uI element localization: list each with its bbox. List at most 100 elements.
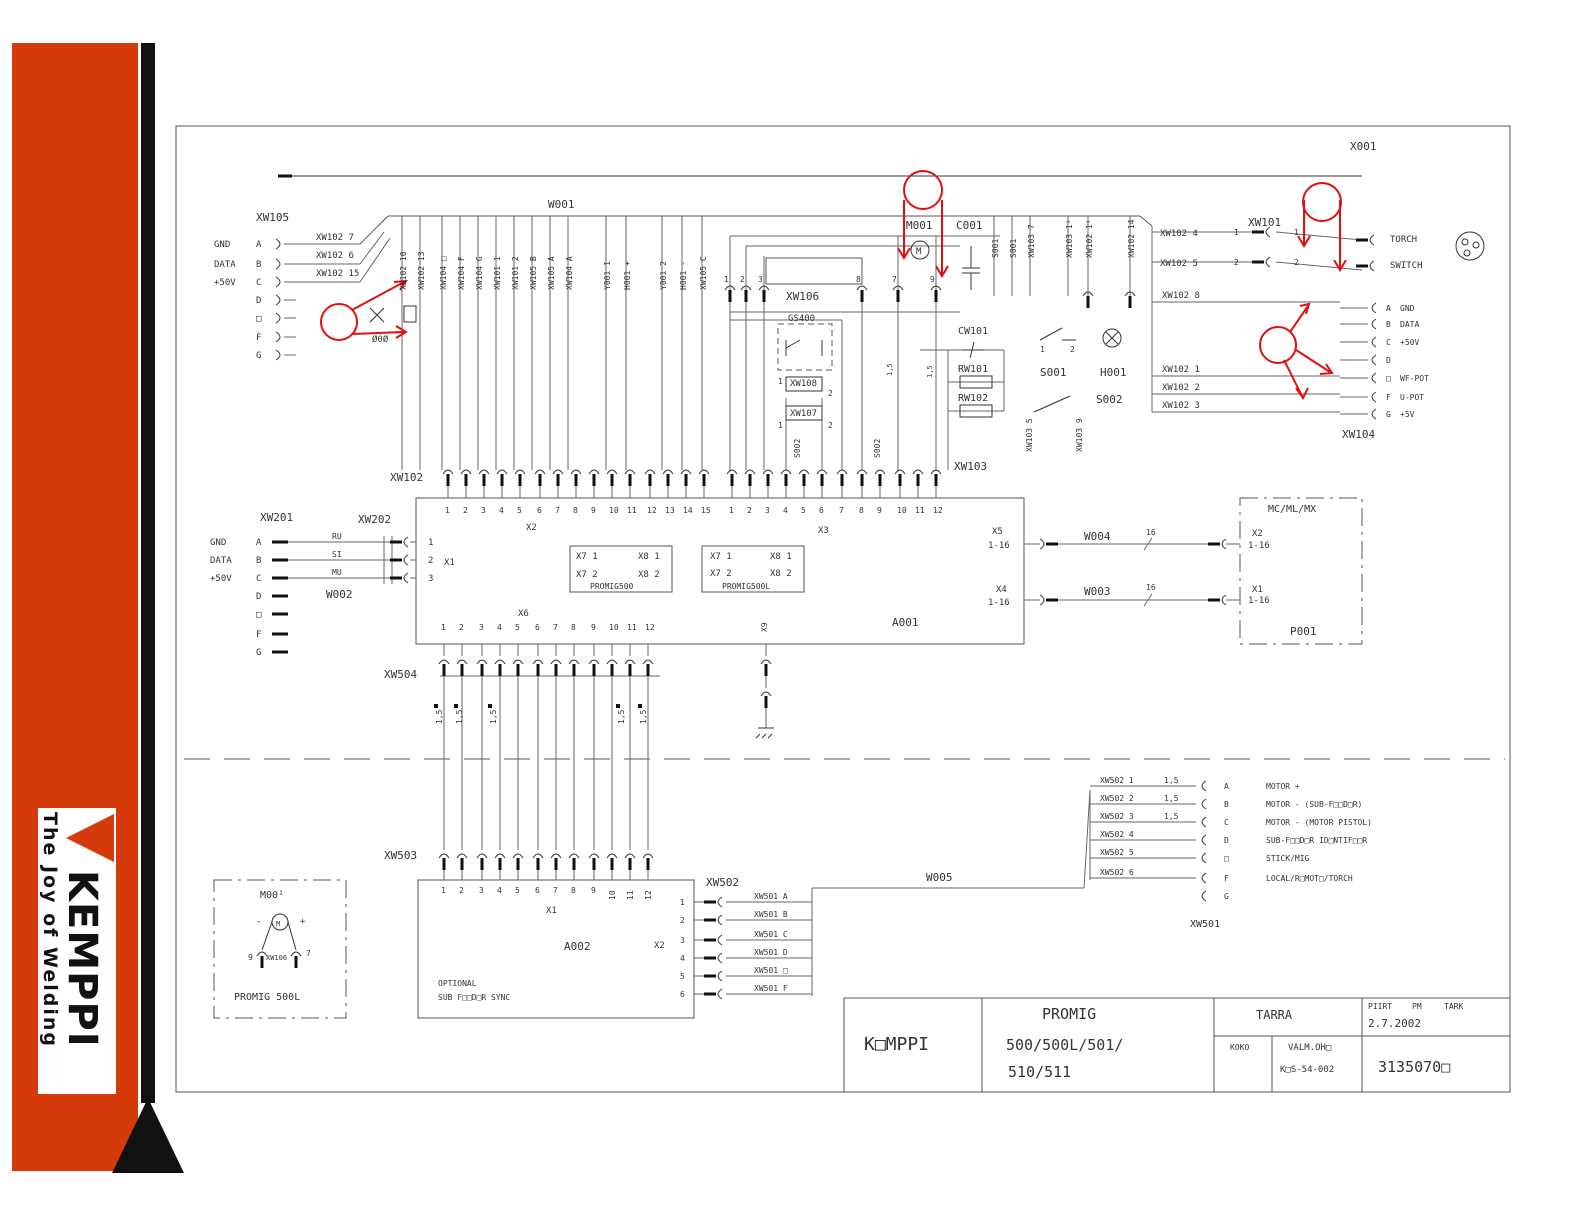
w004-left (1039, 538, 1045, 550)
label-rw102: RW102 (958, 393, 988, 404)
xw502-pin-number: 2 (680, 916, 685, 925)
x2-pin-number: 9 (591, 506, 596, 515)
xw101-wire-label: XW102 5 (1160, 259, 1198, 269)
promig500-r1a: X7 1 (576, 552, 598, 562)
xw501-wire-label: XW502 3 (1100, 812, 1134, 821)
label-16b: 16 (1146, 583, 1156, 592)
label-promig500l: PROMIG 500L (234, 992, 300, 1003)
xw501-pin-desc: MOTOR - (MOTOR PISTOL) (1266, 818, 1372, 827)
mid-wire-label: XW103 7 (1027, 224, 1036, 258)
xw201-pin (272, 594, 288, 598)
connector-body (500, 474, 504, 486)
w001-wire-label: XW104 A (565, 256, 574, 290)
label-p001: P001 (1290, 625, 1317, 638)
connector-body (464, 474, 468, 486)
xw501-pin-letter: □ (1224, 854, 1229, 863)
motor-minus: - (256, 917, 261, 927)
x3-pin-number: 9 (877, 506, 882, 515)
xw102-pin (662, 469, 674, 475)
xw104-wire-label: XW102 8 (1162, 291, 1200, 301)
annotation-arrow (351, 279, 408, 339)
switch-pin: 2 (1070, 345, 1075, 354)
label-switch: SWITCH (1390, 261, 1423, 271)
connector-body (592, 664, 596, 676)
connector-body (446, 474, 450, 486)
connector-body (1046, 542, 1058, 546)
connector-body (704, 918, 716, 922)
x2-pin-number: 14 (683, 506, 693, 515)
w001-wire-label: XW104 □ (439, 256, 448, 290)
wire (359, 237, 391, 283)
a002-pin-number: 11 (626, 890, 635, 900)
xw104-pin (1371, 302, 1377, 314)
pin-number: 1 (778, 377, 783, 386)
xw501-pin-desc: MOTOR + (1266, 782, 1300, 791)
label-x5: X5 (992, 527, 1003, 537)
xw103-pin (856, 469, 868, 475)
xw501-pin-letter: C (1224, 818, 1229, 827)
connector-body (572, 664, 576, 676)
label-w001: W001 (548, 198, 575, 211)
annotation-arrow (897, 200, 949, 278)
x6-pin-number: 1 (441, 623, 446, 632)
switch-s002-icon (1033, 395, 1071, 413)
xw502-wire-label: XW501 F (754, 984, 788, 993)
x2-pin-number: 4 (499, 506, 504, 515)
xw501-pin-desc: MOTOR - (SUB-F□□D□R) (1266, 800, 1362, 809)
xw103-pin (930, 469, 942, 475)
label-x1: X1 (444, 558, 455, 568)
xw201-pin-letter: A (256, 538, 262, 548)
connector-body (592, 474, 596, 486)
xw104-pin-letter: G (1386, 410, 1391, 419)
label-x2: X2 (526, 523, 537, 533)
xw104-pin-name: +50V (1400, 338, 1419, 347)
xw106-pin-number: 7 (892, 275, 897, 284)
title-block (843, 997, 1511, 1093)
x3-pin-number: 4 (783, 506, 788, 515)
xw504-pin (624, 659, 636, 665)
xw104-pin-letter: B (1386, 320, 1391, 329)
label-xw106-small: XW106 (266, 954, 287, 962)
a002-pin-number: 8 (571, 886, 576, 895)
connector-body (934, 290, 938, 302)
xw503-pin (588, 853, 600, 859)
connector-body (554, 858, 558, 870)
wire-size-mark (638, 704, 642, 708)
xw504-pin (512, 659, 524, 665)
xw104-wire-label: XW102 1 (1162, 365, 1200, 375)
connector-body (538, 474, 542, 486)
connector-body (764, 664, 768, 676)
xw105-pin-letter: C (256, 278, 261, 288)
x2-pin-number: 5 (517, 506, 522, 515)
xw504-pin (456, 659, 468, 665)
xw104-wire-label: XW102 2 (1162, 383, 1200, 393)
label-p-x1range: 1-16 (1248, 596, 1270, 606)
label-xw504: XW504 (384, 668, 417, 681)
tb-date: 2.7.2002 (1368, 1017, 1421, 1030)
label-x6: X6 (518, 609, 529, 619)
w003-left (1039, 594, 1045, 606)
xw105-pin (275, 349, 281, 361)
label-rw101: RW101 (958, 364, 988, 375)
xw502-pin (717, 988, 723, 1000)
p001-box (1239, 497, 1363, 645)
xw103-pin (744, 469, 756, 475)
annotation-circle (903, 170, 943, 210)
connector-body (1086, 296, 1090, 308)
x2-pin-number: 12 (647, 506, 657, 515)
xw104-pin-letter: A (1386, 304, 1391, 313)
xw501-pin (1201, 780, 1207, 792)
xw104-pin-letter: F (1386, 393, 1391, 402)
xw105-pin-letter: □ (256, 314, 262, 324)
connector-body (480, 664, 484, 676)
xw202-pin-number: 3 (428, 574, 433, 584)
x6-pin-number: 12 (645, 623, 655, 632)
xw504-pin (588, 659, 600, 665)
tb-code: K□S-54-002 (1280, 1065, 1334, 1075)
xw502-wire-label: XW501 C (754, 930, 788, 939)
xw102-pin (588, 469, 600, 475)
label-xw101: XW101 (1248, 216, 1281, 229)
xw502-pin-number: 6 (680, 990, 685, 999)
xw504-pin (606, 659, 618, 665)
xw101-pin-right: 2 (1294, 258, 1299, 267)
